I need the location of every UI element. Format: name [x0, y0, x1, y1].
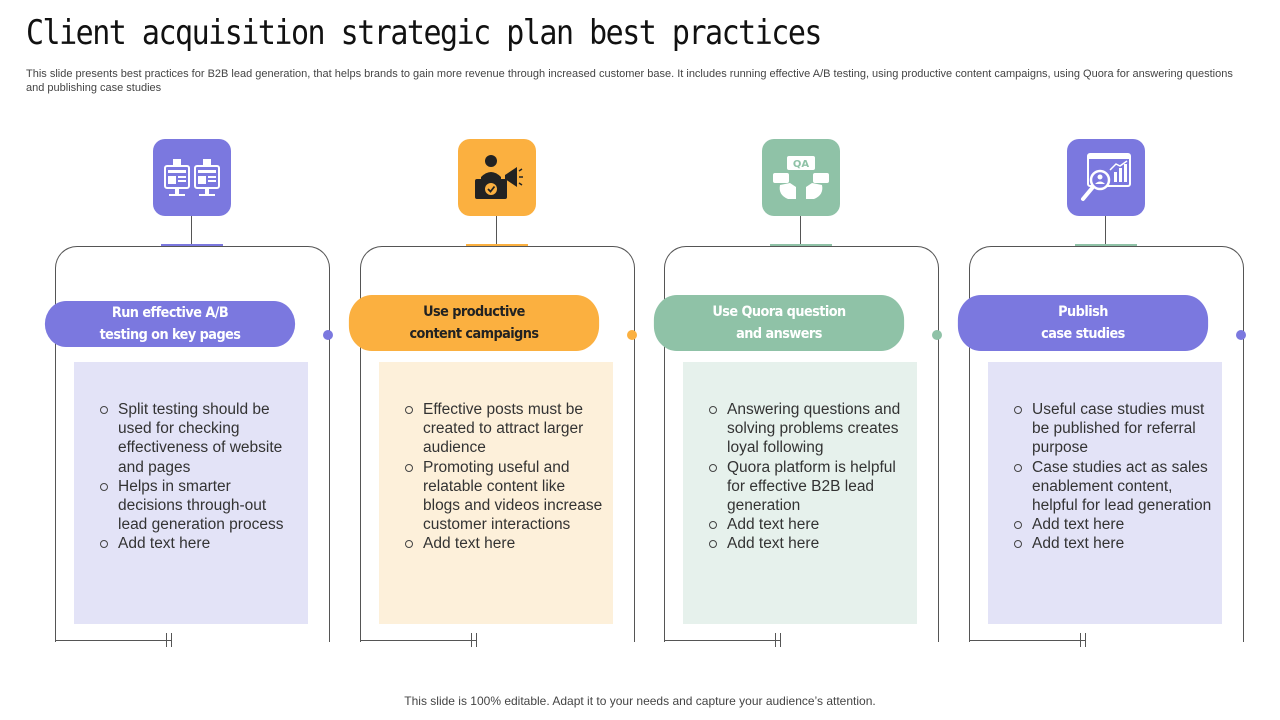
bracket-frame: [55, 246, 330, 642]
connector-accent: [770, 244, 832, 247]
heading-case-studies: Publish case studies: [957, 295, 1209, 351]
column-quora: QA Use Quora question and answers Answeri…: [0, 0, 942, 720]
list-item: Case studies act as sales enablement con…: [1008, 458, 1212, 516]
icon-box-content-campaigns: [458, 139, 536, 216]
connector-stem: [496, 216, 497, 246]
list-item: Quora platform is helpful for effective …: [703, 458, 907, 516]
list-item: Promoting useful and relatable content l…: [399, 458, 603, 535]
bracket-tick: [471, 633, 472, 647]
bracket-bottom: [361, 640, 477, 641]
icon-box-quora: QA: [762, 139, 840, 216]
content-box-case-studies: Useful case studies must be published fo…: [988, 362, 1222, 624]
bracket-frame: [969, 246, 1244, 642]
qa-label: QA: [793, 159, 810, 170]
list-item: Add text here: [1008, 534, 1212, 553]
heading-content-campaigns: Use productive content campaigns: [348, 295, 600, 351]
content-box-ab-testing: Split testing should be used for checkin…: [74, 362, 308, 624]
column-case-studies: Publish case studies Useful case studies …: [0, 0, 1246, 720]
ab-testing-pages-icon: [164, 158, 220, 196]
list-item: Add text here: [703, 515, 907, 534]
connector-accent: [161, 244, 223, 247]
heading-quora: Use Quora question and answers: [653, 295, 905, 351]
megaphone-person-icon: [475, 154, 523, 199]
heading-line: content campaigns: [409, 326, 539, 342]
heading-ab-testing: Run effective A/B testing on key pages: [44, 301, 296, 347]
bracket-end-dot: [932, 330, 942, 340]
bracket-tick: [171, 633, 172, 647]
question-answer-icon: QA: [773, 155, 829, 199]
bracket-bottom: [665, 640, 781, 641]
bracket-tick: [775, 633, 776, 647]
bracket-end-dot: [1236, 330, 1246, 340]
bracket-frame: [664, 246, 939, 642]
heading-line: Use Quora question: [712, 304, 846, 320]
content-box-content-campaigns: Effective posts must be created to attra…: [379, 362, 613, 624]
connector-accent: [466, 244, 528, 247]
connector-accent: [1075, 244, 1137, 247]
bracket-end-dot: [627, 330, 637, 340]
bracket-frame: [360, 246, 635, 642]
bracket-tick: [476, 633, 477, 647]
heading-line: Run effective A/B: [111, 305, 229, 321]
slide-subtitle: This slide presents best practices for B…: [26, 68, 1233, 94]
bracket-bottom: [56, 640, 172, 641]
icon-box-ab-testing: [153, 139, 231, 216]
heading-line: Publish: [1058, 304, 1108, 320]
list-item: Helps in smarter decisions through-out l…: [94, 477, 298, 535]
list-item: Split testing should be used for checkin…: [94, 400, 298, 477]
connector-stem: [800, 216, 801, 246]
list-item: Effective posts must be created to attra…: [399, 400, 603, 458]
connector-stem: [1105, 216, 1106, 246]
bracket-tick: [1080, 633, 1081, 647]
list-item: Add text here: [94, 534, 298, 553]
bracket-bottom: [970, 640, 1086, 641]
list-item: Useful case studies must be published fo…: [1008, 400, 1212, 458]
list-item: Add text here: [399, 534, 603, 553]
column-ab-testing: Run effective A/B testing on key pages Sp…: [0, 0, 333, 720]
column-content-campaigns: Use productive content campaigns Effectiv…: [0, 0, 637, 720]
bracket-tick: [780, 633, 781, 647]
heading-line: and answers: [736, 326, 822, 342]
heading-line: case studies: [1041, 326, 1125, 342]
bracket-end-dot: [323, 330, 333, 340]
bracket-tick: [166, 633, 167, 647]
list-item: Answering questions and solving problems…: [703, 400, 907, 458]
list-item: Add text here: [703, 534, 907, 553]
heading-line: testing on key pages: [99, 327, 241, 343]
bracket-tick: [1085, 633, 1086, 647]
heading-line: Use productive: [423, 304, 525, 320]
slide-title: Client acquisition strategic plan best p…: [26, 14, 822, 54]
slide-footer: This slide is 100% editable. Adapt it to…: [404, 694, 876, 708]
icon-box-case-studies: [1067, 139, 1145, 216]
list-item: Add text here: [1008, 515, 1212, 534]
case-study-analytics-icon: [1081, 152, 1131, 201]
connector-stem: [191, 216, 192, 246]
content-box-quora: Answering questions and solving problems…: [683, 362, 917, 624]
